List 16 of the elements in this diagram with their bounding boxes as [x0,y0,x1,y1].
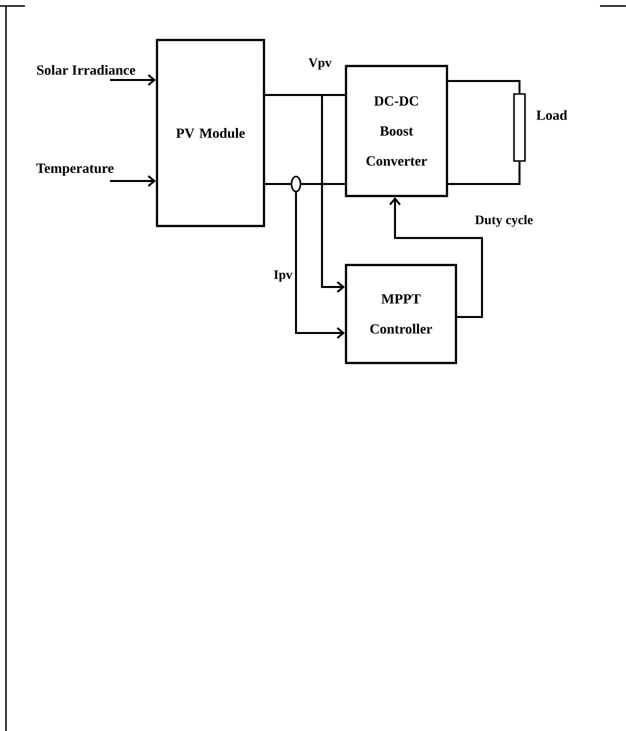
arrow [295,192,345,339]
process-box: DC-DC Boost Converter [344,64,448,198]
process-box: PV Module [156,38,266,228]
input-label: Temperature [36,164,114,176]
arrow [110,74,156,86]
arrow [389,197,483,318]
input-label: Solar Irradiance [37,64,136,75]
edge-label: Ipv [272,269,294,283]
beside-label: Load [536,110,568,120]
resistor-symbol [513,93,526,162]
process-box: MPPT Controller [344,264,458,364]
arrow [265,94,345,293]
edge-label: Duty cycle [474,214,534,228]
arrow [110,175,156,187]
edge-label: Vpv [307,57,333,71]
sensor-circle [290,176,302,192]
